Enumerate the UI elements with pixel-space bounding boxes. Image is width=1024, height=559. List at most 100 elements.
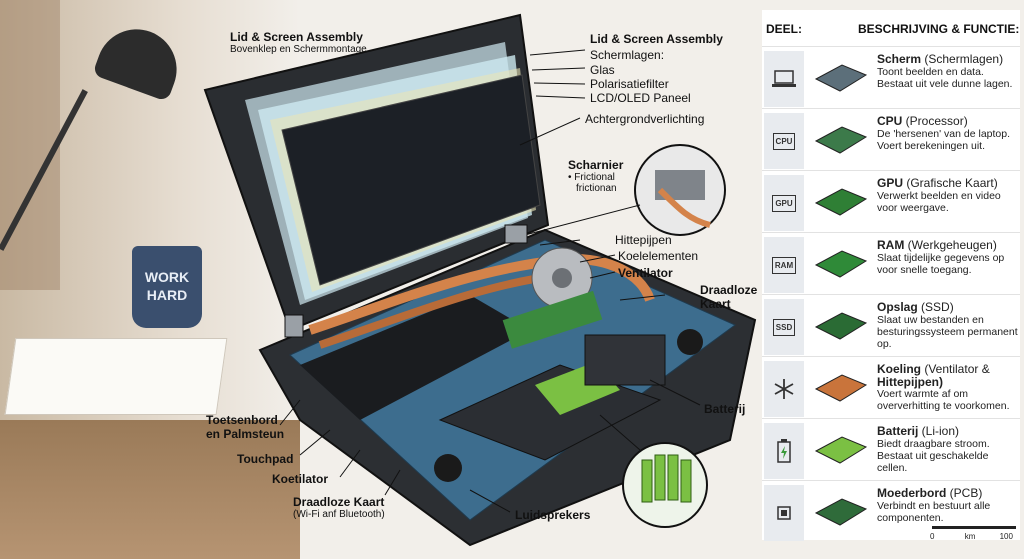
- label-hinge-b2: frictionan: [576, 183, 617, 194]
- component-illustration: [812, 305, 868, 345]
- component-name: Opslag: [877, 300, 918, 314]
- component-subtitle: (SSD): [917, 300, 954, 314]
- label-hinge-b1: • Frictional: [568, 172, 615, 183]
- component-description: Verwerkt beelden en video voor weergave.: [877, 190, 1001, 214]
- scale-bar: 0 km 100: [930, 526, 1016, 541]
- label-keyboard-2: en Palmsteun: [206, 427, 285, 441]
- label-touchpad: Touchpad: [237, 452, 294, 466]
- battery-zoom-line: [599, 414, 641, 451]
- heatpipe: [308, 254, 655, 335]
- panel-row-chip: Moederbord (PCB)Verbindt en bestuurt all…: [762, 480, 1020, 543]
- component-illustration: [812, 119, 868, 159]
- fan-hub: [552, 268, 572, 288]
- label-backlight: Achtergrondverlichting: [585, 112, 705, 126]
- hinge-left: [284, 314, 304, 338]
- gpu-icon: GPU: [764, 175, 804, 231]
- label-wireless-l-sub: (Wi-Fi anf Bluetooth): [293, 509, 385, 520]
- panel-row-text: GPU (Grafische Kaart)Verwerkt beelden en…: [877, 177, 1020, 214]
- keyboard: [300, 295, 530, 420]
- component-illustration: [812, 429, 868, 469]
- component-subtitle: (Processor): [902, 114, 968, 128]
- component-illustration: [812, 367, 868, 407]
- lcd-panel: [281, 74, 541, 286]
- label-keyboard-1: Toetsenbord: [206, 413, 278, 427]
- cpu-icon: CPU: [764, 113, 804, 169]
- panel-row-text: Scherm (Schermlagen)Toont beelden en dat…: [877, 53, 1020, 90]
- component-name: Scherm: [877, 52, 922, 66]
- hinge: [504, 224, 528, 244]
- panel-row-text: CPU (Processor)De 'hersenen' van de lapt…: [877, 115, 1020, 152]
- panel-row-text: Koeling (Ventilator &Hittepijpen)Voert w…: [877, 363, 1020, 412]
- component-name: Moederbord: [877, 486, 947, 500]
- label-lid-title: Lid & Screen Assembly: [230, 30, 363, 44]
- component-description: Voert warmte af om oververhitting te voo…: [877, 388, 1010, 412]
- panel-row-text: Opslag (SSD)Slaat uw bestanden en bestur…: [877, 301, 1020, 350]
- component-subtitle: (Ventilator &: [921, 362, 990, 376]
- label-cooling: Koelelementen: [618, 249, 699, 263]
- panel-row-text: Moederbord (PCB)Verbindt en bestuurt all…: [877, 487, 1020, 524]
- label-polarizer: Polarisatiefilter: [590, 77, 669, 91]
- panel-col-part: DEEL:: [766, 22, 802, 36]
- label-lcd: LCD/OLED Paneel: [590, 91, 691, 105]
- battery-icon: [764, 423, 804, 479]
- laptop-icon: [764, 51, 804, 107]
- chip-icon: [764, 485, 804, 541]
- ram-module: [502, 290, 603, 349]
- laptop-diagram: [203, 13, 757, 547]
- heatpipe-2: [318, 271, 561, 349]
- component-description: De 'hersenen' van de laptop. Voert berek…: [877, 128, 1011, 152]
- component-illustration: [812, 181, 868, 221]
- panel-row-ssd: SSD Opslag (SSD)Slaat uw bestanden en bes…: [762, 294, 1020, 357]
- component-name: CPU: [877, 114, 903, 128]
- label-lid-sub: Bovenklep en Schermmontage: [230, 44, 367, 55]
- component-description: Slaat tijdelijke gegevens op voor snelle…: [877, 252, 1005, 276]
- speaker-right: [677, 329, 703, 355]
- label-hinge-title: Scharnier: [568, 158, 624, 172]
- component-description: Biedt draagbare stroom. Bestaat uit gesc…: [877, 438, 990, 474]
- battery-right: [584, 334, 666, 386]
- component-subtitle: (Li-ion): [918, 424, 960, 438]
- component-name: Koeling: [877, 362, 921, 376]
- component-name: GPU: [877, 176, 904, 190]
- panel-row-snowflake: Koeling (Ventilator &Hittepijpen)Voert w…: [762, 356, 1020, 419]
- ram-icon: RAM: [764, 237, 804, 293]
- desk-surface: [0, 420, 300, 559]
- hinge-zoom-line: [524, 204, 641, 236]
- components-panel: DEEL: BESCHRIJVING & FUNCTIE: Scherm (Sc…: [762, 10, 1020, 543]
- label-wireless-r2: Kaart: [700, 297, 731, 311]
- speaker-left: [434, 454, 462, 482]
- snowflake-icon: [764, 361, 804, 417]
- label-wireless-left: Draadloze Kaart(Wi-Fi anf Bluetooth): [293, 495, 385, 520]
- component-illustration: [812, 243, 868, 283]
- component-description: Slaat uw bestanden en besturingssysteem …: [877, 314, 1018, 350]
- component-subtitle: (Werkgeheugen): [904, 238, 997, 252]
- component-name: RAM: [877, 238, 905, 252]
- label-battery: Batterij: [704, 402, 746, 416]
- label-glass: Glas: [590, 63, 615, 77]
- mug-text-2: HARD: [146, 287, 188, 303]
- scale-zero: 0: [930, 532, 935, 541]
- panel-col-desc: BESCHRIJVING & FUNCTIE:: [858, 22, 1020, 36]
- battery-cells-zoom: [641, 454, 692, 503]
- scale-unit: km: [964, 532, 976, 541]
- label-speakers: Luidsprekers: [515, 508, 591, 522]
- label-lid-right: Lid & Screen Assembly: [590, 32, 723, 46]
- leader-lines: [279, 49, 701, 513]
- component-description: Toont beelden en data. Bestaat uit vele …: [877, 66, 1013, 90]
- panel-row-text: RAM (Werkgeheugen)Slaat tijdelijke gegev…: [877, 239, 1020, 276]
- label-heatpipes: Hittepijpen: [615, 233, 672, 247]
- component-illustration: [812, 491, 868, 531]
- panel-row-text: Batterij (Li-ion)Biedt draagbare stroom.…: [877, 425, 1020, 474]
- label-fan: Ventilator: [618, 266, 673, 280]
- component-description: Verbindt en bestuurt alle componenten.: [877, 500, 991, 524]
- ssd-icon: SSD: [764, 299, 804, 355]
- panel-row-battery: Batterij (Li-ion)Biedt draagbare stroom.…: [762, 418, 1020, 481]
- label-wireless-r1: Draadloze: [700, 283, 758, 297]
